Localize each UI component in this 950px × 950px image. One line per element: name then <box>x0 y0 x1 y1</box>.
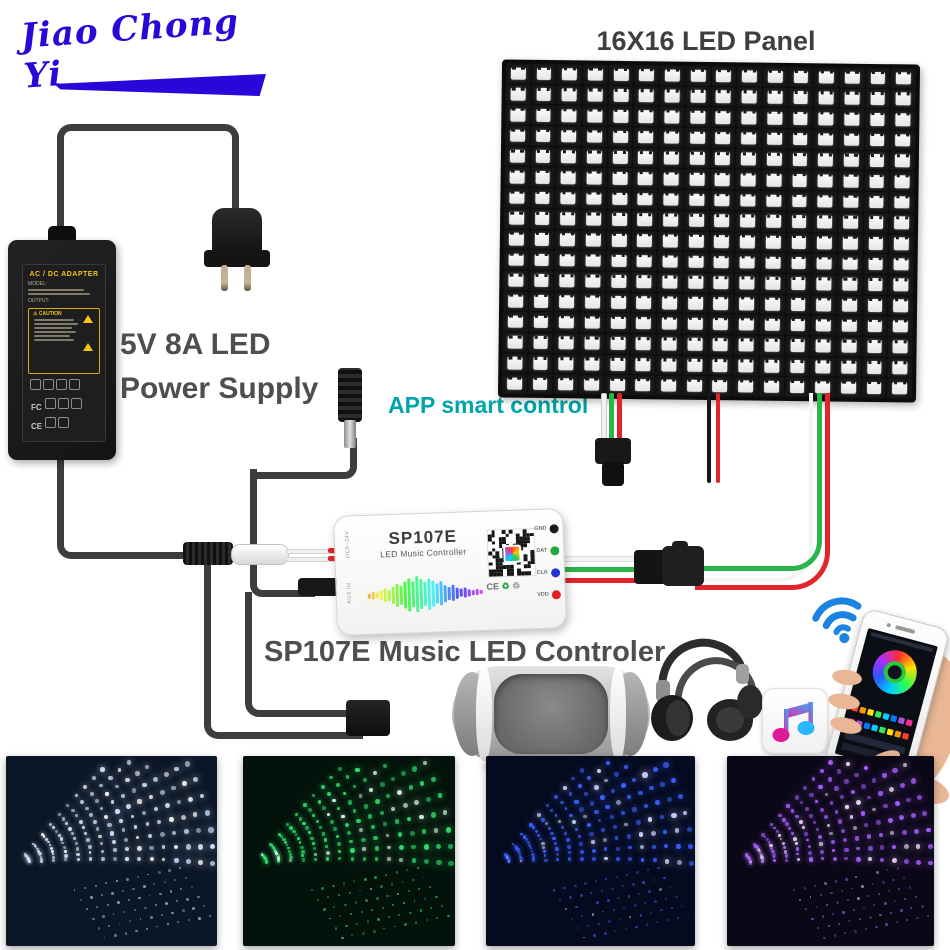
panel-wire-red <box>617 393 622 443</box>
ac-cable <box>57 124 239 263</box>
psu-model-line: MODEL: <box>28 281 48 287</box>
audio-cable-connector <box>346 700 390 736</box>
port-vdd: VDD <box>529 587 561 602</box>
bundle-wire-white <box>695 393 813 582</box>
recycle-icon: ♻ <box>501 580 510 592</box>
warning-triangle-icon <box>83 315 93 323</box>
ctrl-out-wire-red <box>552 578 644 583</box>
psu-caution-box: ⚠ CAUTION <box>28 308 100 374</box>
jst-connector-pair-male <box>662 546 704 586</box>
plug-pin <box>244 265 251 291</box>
warning-triangle-icon <box>83 343 93 351</box>
bundle-wire-green <box>695 393 822 571</box>
fcc-mark: FC <box>31 403 42 412</box>
ctrl-cert-row: CE ♻ ♲ <box>486 581 520 593</box>
photo-panel-purple <box>727 756 934 946</box>
jack-wire-red-mark <box>328 556 336 561</box>
wifi-icon <box>812 597 862 644</box>
speaker-grill <box>494 674 608 754</box>
photo-panel-blue <box>486 756 695 946</box>
panel-power-wire-black <box>707 393 711 483</box>
psu-cert-row-1 <box>29 378 105 396</box>
psu-output-line: OUTPUT: <box>28 298 50 304</box>
psu-heading-line1: 5V 8A LED <box>120 328 271 361</box>
port-dat: DAT <box>527 543 560 558</box>
panel-power-wire-red <box>716 393 720 483</box>
plug-pin <box>221 265 228 291</box>
headphones <box>651 638 763 741</box>
controller-caption: SP107E Music LED Controler <box>264 636 666 668</box>
psu-output-cable <box>57 452 200 559</box>
ctrl-out-wire-green <box>552 567 644 572</box>
brand-logo: Jiao Chong Yi <box>20 2 272 100</box>
ctrl-side-label-top: DC5~24V <box>344 530 352 559</box>
panel-title: 16X16 LED Panel <box>596 26 816 56</box>
waveform <box>364 570 487 618</box>
bluetooth-speaker <box>452 664 650 770</box>
psu-cert-row-3: CE <box>29 416 105 434</box>
psu-cert-row-2: FC <box>29 397 105 415</box>
jst-connector-spare <box>595 438 631 464</box>
aux-cable-inner <box>245 592 364 717</box>
psu-caution-title: ⚠ CAUTION <box>33 311 62 317</box>
qr-center-logo <box>503 544 522 564</box>
ctrl-side-label-bottom: AUX IN <box>346 582 354 604</box>
ce-mark: CE <box>31 422 43 431</box>
jack-wire-red-mark <box>328 548 336 553</box>
port-gnd: GND <box>526 521 559 536</box>
dc-male-connector <box>183 542 233 565</box>
sp107e-controller: DC5~24V AUX IN SP107E LED Music Controll… <box>332 508 568 636</box>
psu-label-title: AC / DC ADAPTER <box>29 271 99 278</box>
psu-label: AC / DC ADAPTER MODEL: OUTPUT: ⚠ CAUTION… <box>22 264 106 442</box>
jst-connector-spare-tip <box>602 462 624 486</box>
aux-cable-outer <box>204 560 363 739</box>
barrel-dc-plug <box>338 368 362 422</box>
dc-female-jack <box>231 544 289 565</box>
psu-heading-line2: Power Supply <box>120 372 319 405</box>
port-list: GND DAT CLK VDD <box>526 521 561 610</box>
recycle-icon-2: ♲ <box>511 580 521 591</box>
photo-panel-green <box>243 756 455 946</box>
panel-wire-green <box>609 393 614 443</box>
photo-panel-white <box>6 756 217 946</box>
port-clk: CLK <box>528 565 561 580</box>
ctrl-out-wire-white <box>552 556 646 562</box>
music-note-icon <box>762 688 828 754</box>
barrel-dc-plug-tip <box>344 420 356 448</box>
ce-mark: CE <box>486 581 500 592</box>
dc-plug-cable-lower <box>250 469 315 597</box>
bundle-wire-red <box>695 393 830 590</box>
led-panel-grid <box>497 59 921 403</box>
power-supply-unit: AC / DC ADAPTER MODEL: OUTPUT: ⚠ CAUTION… <box>8 226 116 460</box>
